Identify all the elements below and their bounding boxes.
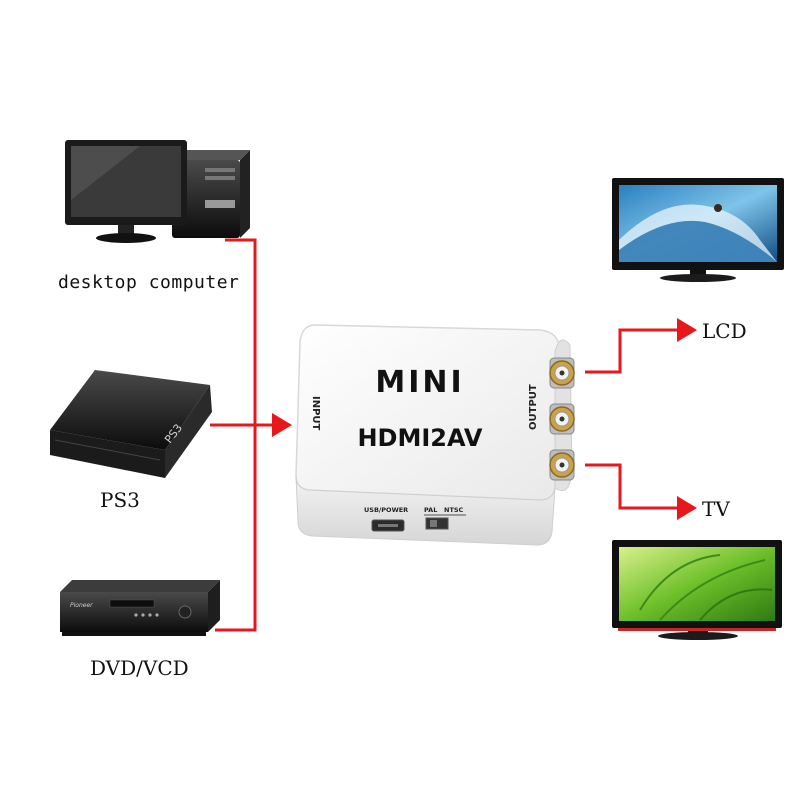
rca-jack-2 bbox=[549, 403, 575, 435]
label-ps3: PS3 bbox=[100, 488, 140, 512]
connector-lines bbox=[210, 238, 680, 632]
console-top bbox=[50, 370, 210, 450]
device-brand-text: MINI bbox=[375, 365, 464, 400]
tower-top bbox=[172, 150, 250, 160]
output-port-label: OUTPUT bbox=[528, 384, 539, 430]
lcd-monitor-image bbox=[612, 178, 784, 282]
dvd-top bbox=[60, 580, 220, 592]
dvd-side bbox=[208, 580, 220, 632]
ps3-console-image: PS3 bbox=[50, 370, 212, 478]
converter-front-face bbox=[295, 475, 556, 546]
rca-jack-3 bbox=[549, 449, 575, 481]
input-arrow-head bbox=[272, 413, 292, 437]
tv-stand bbox=[658, 632, 738, 640]
desktop-computer-image bbox=[65, 140, 250, 243]
converter-top-face bbox=[295, 324, 561, 501]
lcd-stand bbox=[660, 274, 736, 282]
desktop-connector-line bbox=[215, 238, 257, 632]
lcd-connector-line bbox=[585, 328, 680, 374]
rca-jack-1 bbox=[549, 357, 575, 389]
switch-ntsc-label: NTSC bbox=[444, 506, 464, 514]
tv-image bbox=[612, 540, 782, 640]
tv-arrow-head bbox=[677, 496, 697, 520]
label-lcd: LCD bbox=[702, 319, 747, 343]
input-port-label: INPUT bbox=[310, 396, 321, 431]
label-dvd-vcd: DVD/VCD bbox=[90, 656, 189, 680]
label-tv: TV bbox=[702, 497, 730, 521]
tv-screen bbox=[619, 547, 775, 621]
hdmi2av-converter: MINI HDMI2AV INPUT OUTPUT USB/POWER PAL … bbox=[295, 324, 575, 546]
console-side bbox=[165, 385, 212, 478]
monitor-base bbox=[96, 233, 156, 243]
tv-connector-line bbox=[585, 463, 680, 510]
label-desktop-computer: desktop computer bbox=[58, 272, 240, 293]
tower-side bbox=[240, 150, 250, 238]
rca-output-jacks bbox=[549, 357, 575, 481]
console-front bbox=[50, 430, 165, 478]
switch-pal-label: PAL bbox=[424, 506, 437, 514]
usb-power-label: USB/POWER bbox=[364, 506, 408, 514]
dvd-player-image: Pioneer bbox=[60, 580, 220, 636]
lcd-arrow-head bbox=[677, 318, 697, 342]
device-model-text: HDMI2AV bbox=[357, 424, 482, 452]
arrow-heads bbox=[272, 318, 697, 520]
dvd-brand-logo: Pioneer bbox=[70, 602, 93, 609]
